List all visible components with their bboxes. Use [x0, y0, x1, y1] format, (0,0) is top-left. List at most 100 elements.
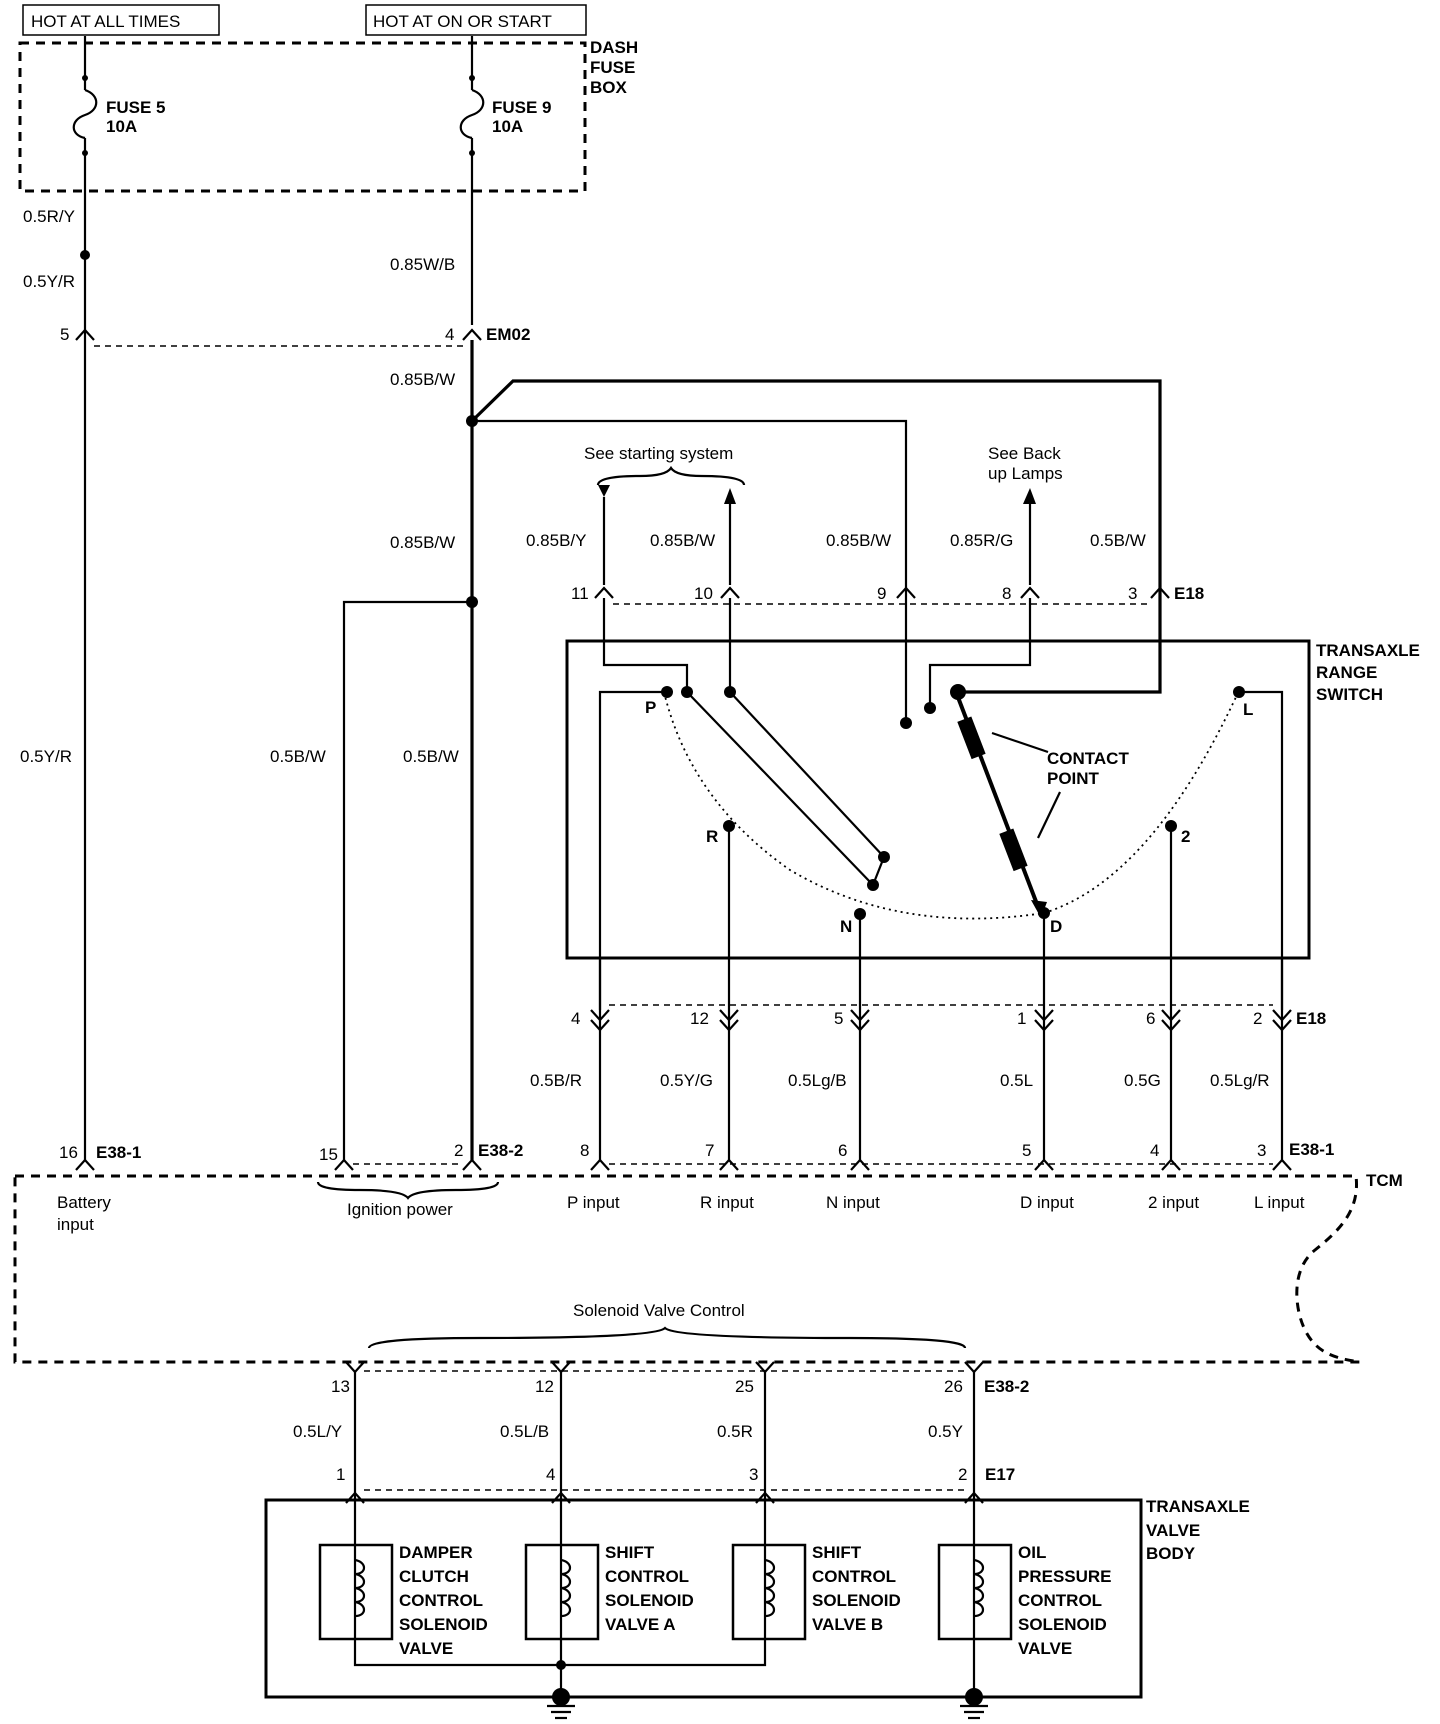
position-r: R: [706, 827, 718, 846]
em02-label: EM02: [486, 325, 530, 344]
wire-label-05lb: 0.5L/B: [500, 1422, 549, 1441]
wire-label-085bw-top: 0.85B/W: [390, 370, 455, 389]
source-hot-at-all-times: HOT AT ALL TIMES: [22, 4, 220, 36]
sol2-line3: SOLENOID: [605, 1591, 694, 1610]
e38-2-solenoid-connector: 13 12 25 26 E38-2: [331, 1361, 1029, 1396]
source-hot-at-on-or-start: HOT AT ON OR START: [365, 4, 587, 36]
wire-label-05r: 0.5R: [717, 1422, 753, 1441]
contact-point-line2: POINT: [1047, 769, 1100, 788]
e17-pin-4: 4: [546, 1465, 555, 1484]
sol4-line3: CONTROL: [1018, 1591, 1102, 1610]
wire-label-05ry: 0.5R/Y: [23, 207, 75, 226]
tcm-e38-1-left: E38-1: [96, 1143, 141, 1162]
e18-top-pin-10: 10: [694, 584, 713, 603]
position-p: P: [645, 698, 656, 717]
e18-top-pin-3: 3: [1128, 584, 1137, 603]
tcm-top-connectors: 16 E38-1 15 2 E38-2 8 7 6 5 4 3 E38-1: [59, 1140, 1334, 1171]
wire-label-05bw-right: 0.5B/W: [403, 747, 459, 766]
connector-em02: 5 4 EM02: [60, 325, 530, 347]
sol4-line4: SOLENOID: [1018, 1615, 1107, 1634]
sol3-line2: CONTROL: [812, 1567, 896, 1586]
e38-2-sol-label: E38-2: [984, 1377, 1029, 1396]
range-switch-label-2: RANGE: [1316, 663, 1377, 682]
e18-bottom-pin-2: 2: [1253, 1009, 1262, 1028]
tcm-label: TCM: [1366, 1171, 1403, 1190]
em02-pin-4: 4: [445, 325, 454, 344]
tcm-e38-1-right: E38-1: [1289, 1140, 1334, 1159]
connector-e18-top: 11 10 9 8 3 E18: [571, 584, 1204, 605]
tcm-solenoid-valve-control: Solenoid Valve Control: [573, 1301, 745, 1320]
e17-pin-1: 1: [336, 1465, 345, 1484]
solenoid-damper-clutch: DAMPER CLUTCH CONTROL SOLENOID VALVE: [318, 1543, 488, 1658]
position-2: 2: [1181, 827, 1190, 846]
e18-top-pin-8: 8: [1002, 584, 1011, 603]
tcm-pin-7: 7: [705, 1141, 714, 1160]
dash-fuse-box: DASH FUSE BOX: [18, 38, 638, 193]
e18-top-pin-9: 9: [877, 584, 886, 603]
e38-2-sol-pin-25: 25: [735, 1377, 754, 1396]
range-switch-label-1: TRANSAXLE: [1316, 641, 1420, 660]
sol1-line4: SOLENOID: [399, 1615, 488, 1634]
sol1-line5: VALVE: [399, 1639, 453, 1658]
sol2-line4: VALVE A: [605, 1615, 676, 1634]
wire-label-05lgr: 0.5Lg/R: [1210, 1071, 1270, 1090]
e18-bottom-pin-1: 1: [1017, 1009, 1026, 1028]
sol3-line4: VALVE B: [812, 1615, 883, 1634]
sol1-line3: CONTROL: [399, 1591, 483, 1610]
fuse-9-rating: 10A: [492, 117, 523, 136]
e17-pin-2: 2: [958, 1465, 967, 1484]
wire-label-05yr-bottom: 0.5Y/R: [20, 747, 72, 766]
e38-2-sol-pin-12: 12: [535, 1377, 554, 1396]
wire-label-05yr-top: 0.5Y/R: [23, 272, 75, 291]
tcm-2-input: 2 input: [1148, 1193, 1199, 1212]
valve-body-label-2: VALVE: [1146, 1521, 1200, 1540]
sol4-line1: OIL: [1018, 1543, 1046, 1562]
transaxle-valve-body: TRANSAXLE VALVE BODY DAMPER CLUTCH CONTR…: [264, 1497, 1250, 1700]
wire-label-05bw-left: 0.5B/W: [270, 747, 326, 766]
fuse-5-rating: 10A: [106, 117, 137, 136]
em02-pin-5: 5: [60, 325, 69, 344]
e18-bottom-pin-6: 6: [1146, 1009, 1155, 1028]
e38-2-sol-pin-13: 13: [331, 1377, 350, 1396]
sol1-line2: CLUTCH: [399, 1567, 469, 1586]
wire-label-085bw-c: 0.85B/W: [650, 531, 715, 550]
ground-icon: [547, 1688, 575, 1720]
contact-point-line1: CONTACT: [1047, 749, 1129, 768]
tcm-pin-4: 4: [1150, 1141, 1159, 1160]
e18-bottom-pin-5: 5: [834, 1009, 843, 1028]
fuse-box-label-3: BOX: [590, 78, 628, 97]
note-see-backup-lamps: See Back up Lamps: [988, 444, 1063, 504]
sol2-line1: SHIFT: [605, 1543, 655, 1562]
tcm-ignition-power: Ignition power: [347, 1200, 453, 1219]
wire-label-05lgb: 0.5Lg/B: [788, 1071, 847, 1090]
ground-icon: [960, 1688, 988, 1720]
valve-body-label-1: TRANSAXLE: [1146, 1497, 1250, 1516]
tcm-pin-2: 2: [454, 1141, 463, 1160]
wire-label-085bw-mid: 0.85B/W: [390, 533, 455, 552]
position-l: L: [1243, 700, 1253, 719]
tcm-pin-5: 5: [1022, 1141, 1031, 1160]
sol3-line1: SHIFT: [812, 1543, 862, 1562]
fuse-9: FUSE 9 10A: [459, 36, 552, 325]
tcm-e38-2: E38-2: [478, 1141, 523, 1160]
tcm-pin-6: 6: [838, 1141, 847, 1160]
source-hot-at-all-times-label: HOT AT ALL TIMES: [31, 12, 180, 31]
sol2-line2: CONTROL: [605, 1567, 689, 1586]
valve-body-label-3: BODY: [1146, 1544, 1196, 1563]
tcm-battery-input-1: Battery: [57, 1193, 111, 1212]
see-backup-line2: up Lamps: [988, 464, 1063, 483]
sol3-line3: SOLENOID: [812, 1591, 901, 1610]
tcm-pin-15: 15: [319, 1145, 338, 1164]
e38-2-sol-pin-26: 26: [944, 1377, 963, 1396]
solenoid-shift-b: SHIFT CONTROL SOLENOID VALVE B: [731, 1543, 901, 1641]
sol4-line5: VALVE: [1018, 1639, 1072, 1658]
note-see-starting-system: See starting system: [584, 444, 746, 504]
transaxle-range-switch: TRANSAXLE RANGE SWITCH CONTACT POINT: [565, 598, 1420, 1010]
tcm-pin-3: 3: [1257, 1141, 1266, 1160]
tcm-r-input: R input: [700, 1193, 754, 1212]
e17-pin-3: 3: [749, 1465, 758, 1484]
solenoid-oil-pressure: OIL PRESSURE CONTROL SOLENOID VALVE: [937, 1543, 1112, 1658]
e18-bottom-pin-4: 4: [571, 1009, 580, 1028]
tcm-battery-input-2: input: [57, 1215, 94, 1234]
